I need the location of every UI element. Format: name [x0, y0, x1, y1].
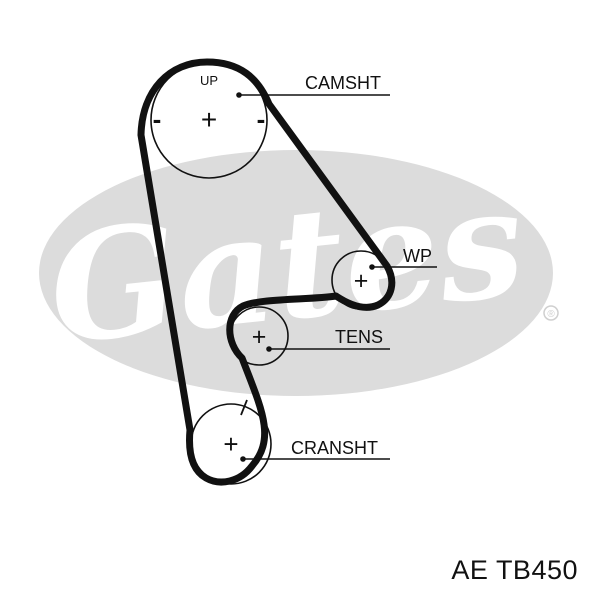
crankshaft-timing-mark	[240, 399, 248, 416]
water-pump-center-mark: +	[354, 267, 369, 295]
tensioner-pulley-circle	[229, 306, 289, 366]
camshaft-label: CAMSHT	[305, 73, 381, 93]
registered-mark-circle	[543, 305, 559, 321]
tensioner-center-mark: +	[252, 323, 267, 351]
camshaft-up-mark: UP	[200, 73, 218, 88]
camshaft-left-mark: -	[153, 104, 162, 134]
crankshaft-pulley: + CRANSHT	[190, 399, 390, 485]
water-pump-pulley: + WP	[331, 246, 437, 310]
crankshaft-label: CRANSHT	[291, 438, 378, 458]
crankshaft-center-mark: +	[223, 429, 238, 459]
camshaft-center-mark: +	[201, 104, 217, 135]
registered-mark: ®	[547, 309, 555, 320]
camshaft-pulley-circle	[150, 61, 268, 179]
camshaft-pulley: UP + - - CAMSHT	[150, 61, 390, 179]
crankshaft-pulley-circle	[190, 403, 272, 485]
camshaft-right-mark: -	[257, 104, 266, 134]
part-number: AE TB450	[451, 555, 578, 585]
watermark-ellipse	[39, 150, 553, 396]
gates-watermark: Gates ®	[39, 150, 559, 396]
tensioner-label: TENS	[335, 327, 383, 347]
tensioner-pulley: + TENS	[229, 306, 390, 366]
water-pump-label: WP	[403, 246, 432, 266]
water-pump-pulley-circle	[331, 250, 391, 310]
